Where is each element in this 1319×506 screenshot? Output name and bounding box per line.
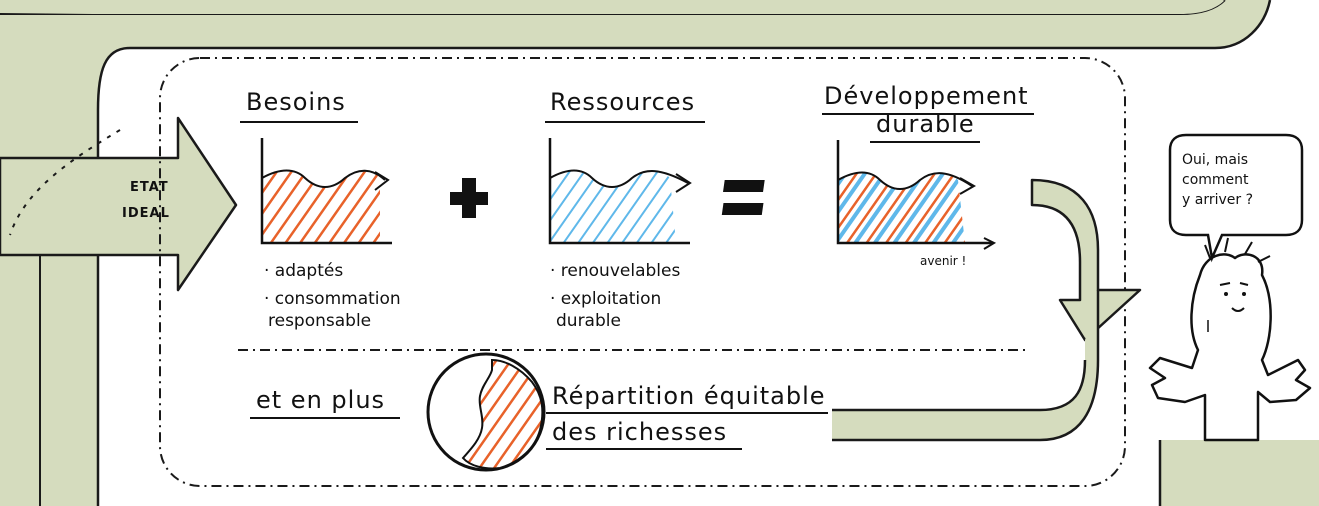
dashed-frame [159,57,1126,487]
developpement-title: Développement [824,82,1029,110]
etat-label: ETAT [130,180,169,195]
besoins-graph [260,138,392,245]
besoins-bullet-1: · adaptés [264,261,344,281]
equals-sign [721,180,765,215]
plus-sign [450,178,488,218]
ressources-bullet-1: · renouvelables [550,261,681,281]
et-en-plus-underline [250,417,400,419]
ressources-underline [545,121,705,123]
repartition-title: Répartition équitable [552,382,826,410]
developpement-underline-1 [822,113,1034,115]
speech-line-1: Oui, mais [1182,152,1249,168]
besoins-underline [240,121,358,123]
et-en-plus-label: et en plus [256,386,386,414]
avenir-label: avenir ! [920,254,967,268]
globe-icon [426,352,546,472]
etat-ideal-arrow [0,116,238,292]
ideal-label: IDEAL [122,206,170,221]
speech-bubble [1168,133,1304,263]
ressources-bullet-2: · exploitation [550,289,662,309]
ressources-title: Ressources [550,88,696,116]
richesses-underline [546,448,742,450]
character-figure [1148,237,1312,442]
developpement-underline-2 [870,141,980,143]
ressources-graph [548,138,692,245]
ressources-bullet-3: durable [556,311,621,331]
besoins-bullet-2: · consommation [264,289,401,309]
outer-loop-band [0,0,1272,506]
merge-arrow [832,178,1142,442]
besoins-bullet-3: responsable [268,311,372,331]
repartition-underline [546,412,828,414]
besoins-title: Besoins [246,88,346,116]
durable-title: durable [876,110,975,138]
bottom-right-band [1158,440,1319,506]
richesses-title: des richesses [552,418,728,446]
speech-line-3: y arriver ? [1182,192,1254,208]
speech-line-2: comment [1182,172,1249,188]
developpement-graph [836,140,997,250]
